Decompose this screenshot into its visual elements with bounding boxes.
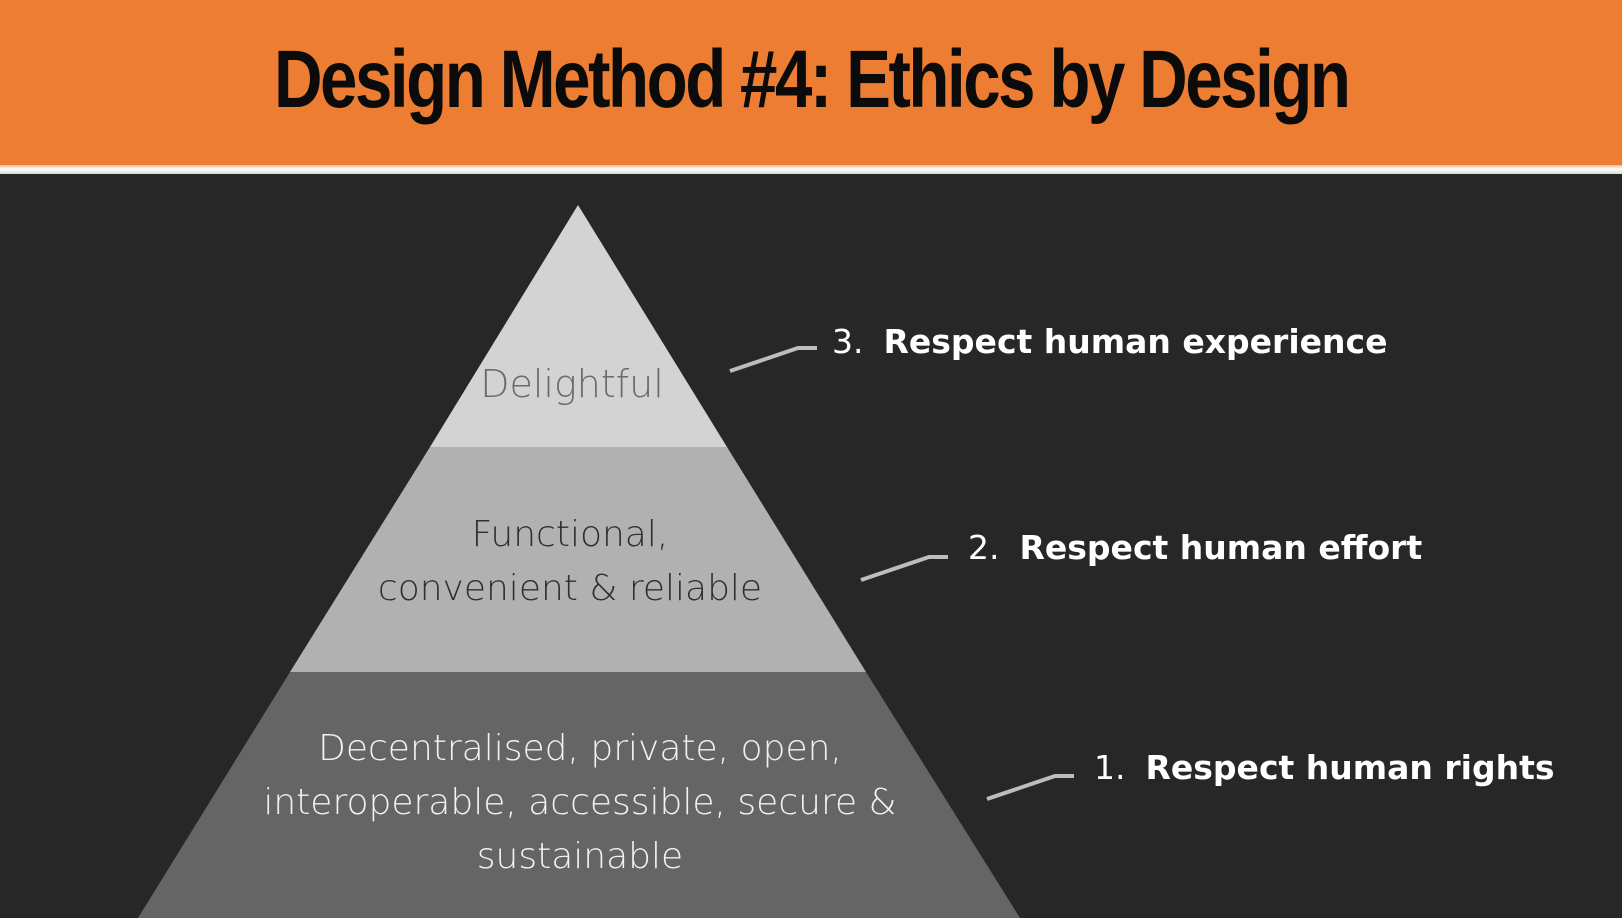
label-2-number: 2. [968,528,1000,567]
tier-middle-line-2: convenient & reliable [377,568,763,609]
label-respect-experience: 3. Respect human experience [832,322,1387,361]
label-3-text: Respect human experience [883,322,1388,361]
tier-bottom-line-2: interoperable, accessible, secure & [263,782,897,823]
leader-line-3 [729,346,817,373]
tier-middle-line-1: Functional, [471,514,669,555]
tier-bottom-line-3: sustainable [476,836,684,877]
label-1-number: 1. [1094,748,1126,787]
label-respect-rights: 1. Respect human rights [1094,748,1555,787]
tier-bottom-line-1: Decentralised, private, open, [318,728,842,769]
pyramid-tier-bottom [138,672,1020,918]
label-3-number: 3. [832,322,864,361]
pyramid-tier-middle [290,447,866,672]
tier-bottom-text: Decentralised, private, open, interopera… [230,722,930,884]
page-title: Design Method #4: Ethics by Design [273,33,1351,125]
label-2-text: Respect human effort [1019,528,1423,567]
tier-top-line: Delightful [480,362,664,406]
label-1-text: Respect human rights [1145,748,1555,787]
leader-line-2 [860,555,948,582]
tier-middle-text: Functional, convenient & reliable [330,508,810,616]
leader-line-1 [986,774,1074,801]
pyramid-tier-top [430,205,727,447]
label-respect-effort: 2. Respect human effort [968,528,1422,567]
title-banner: Design Method #4: Ethics by Design [0,0,1622,174]
tier-top-text: Delightful [412,360,732,408]
